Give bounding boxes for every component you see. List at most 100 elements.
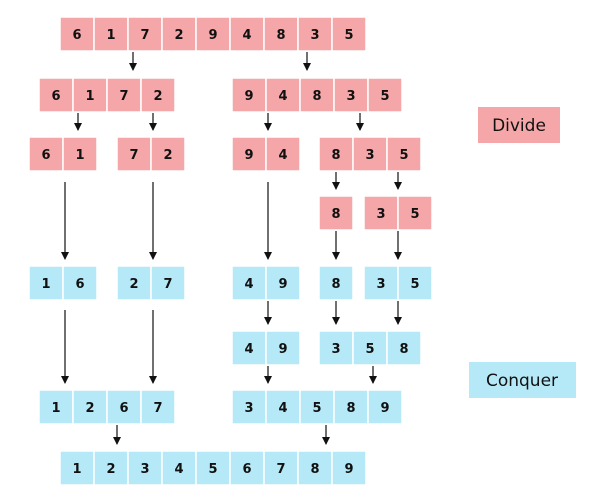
array-cell [38, 389, 74, 425]
array-d3-a: 8 [318, 195, 354, 231]
array-cell [93, 16, 129, 52]
array-cell [331, 16, 367, 52]
array-cell-value: 8 [399, 342, 408, 357]
array-cell-value: 3 [140, 462, 149, 477]
array-cell-value: 5 [410, 277, 419, 292]
array-cell-value: 3 [331, 342, 340, 357]
array-cell-value: 7 [276, 462, 285, 477]
array-cell-value: 9 [278, 342, 287, 357]
array-cell [150, 265, 186, 301]
array-cell [161, 450, 197, 486]
array-cell [297, 16, 333, 52]
array-cell-value: 8 [331, 207, 340, 222]
array-cell [231, 136, 267, 172]
array-cell [265, 330, 301, 366]
array-cell-value: 4 [278, 148, 287, 163]
array-cell-value: 9 [278, 277, 287, 292]
array-cell-value: 6 [242, 462, 251, 477]
array-cell [386, 330, 422, 366]
array-cell [127, 16, 163, 52]
array-cell [59, 450, 95, 486]
array-cell-value: 4 [242, 28, 251, 43]
array-cell-value: 2 [85, 401, 94, 416]
conquer-label-box [469, 362, 576, 398]
array-cell [318, 330, 354, 366]
array-cell [263, 450, 299, 486]
array-cell-value: 3 [376, 207, 385, 222]
array-cell [333, 389, 369, 425]
array-cell-value: 5 [380, 89, 389, 104]
array-cell-value: 4 [174, 462, 183, 477]
array-cell-value: 3 [310, 28, 319, 43]
array-cell [265, 136, 301, 172]
array-cell-value: 6 [72, 28, 81, 43]
array-cell [386, 136, 422, 172]
array-cell-value: 8 [310, 462, 319, 477]
array-cell [265, 77, 301, 113]
array-cell-value: 6 [119, 401, 128, 416]
array-cell-value: 5 [344, 28, 353, 43]
array-cell-value: 5 [365, 342, 374, 357]
array-cell-value: 9 [244, 89, 253, 104]
array-cell-value: 3 [376, 277, 385, 292]
array-cell-value: 6 [75, 277, 84, 292]
array-cell [106, 389, 142, 425]
array-d1-right: 9 4 8 3 5 [231, 77, 403, 113]
array-cell-value: 7 [140, 28, 149, 43]
array-cell-value: 4 [278, 89, 287, 104]
array-cell-value: 9 [208, 28, 217, 43]
array-cell-value: 8 [346, 401, 355, 416]
array-cell [28, 265, 64, 301]
array-cell-value: 7 [119, 89, 128, 104]
conquer-label: Conquer [486, 371, 558, 391]
array-cell-value: 2 [163, 148, 172, 163]
array-cell-value: 1 [41, 277, 50, 292]
array-cell [231, 330, 267, 366]
array-cell-value: 4 [278, 401, 287, 416]
array-cell [140, 389, 176, 425]
array-cell [62, 265, 98, 301]
arrows [61, 52, 402, 445]
array-cell [318, 265, 354, 301]
array-cell-value: 7 [153, 401, 162, 416]
array-cell [265, 389, 301, 425]
array-cell [297, 450, 333, 486]
array-cell-value: 4 [244, 277, 253, 292]
array-cell-value: 1 [106, 28, 115, 43]
array-cell [352, 330, 388, 366]
array-cell-value: 8 [312, 89, 321, 104]
array-cell [38, 77, 74, 113]
array-c1-d: 8 [318, 265, 354, 301]
array-d2-d: 8 3 5 [318, 136, 422, 172]
array-cell-value: 2 [129, 277, 138, 292]
array-cell [28, 136, 64, 172]
array-cell-value: 9 [380, 401, 389, 416]
array-cell [367, 389, 403, 425]
array-cell [150, 136, 186, 172]
array-cell-value: 1 [75, 148, 84, 163]
array-cell-value: 9 [344, 462, 353, 477]
array-cell-value: 5 [399, 148, 408, 163]
array-cell-value: 5 [312, 401, 321, 416]
array-cell-value: 8 [331, 148, 340, 163]
array-cell-value: 3 [346, 89, 355, 104]
array-cell-value: 9 [244, 148, 253, 163]
array-cell [229, 16, 265, 52]
array-cell [331, 450, 367, 486]
array-cell [263, 16, 299, 52]
array-cell [93, 450, 129, 486]
array-cell [363, 195, 399, 231]
array-cell-value: 1 [85, 89, 94, 104]
array-cell-value: 3 [365, 148, 374, 163]
array-cell [367, 77, 403, 113]
array-cell [140, 77, 176, 113]
